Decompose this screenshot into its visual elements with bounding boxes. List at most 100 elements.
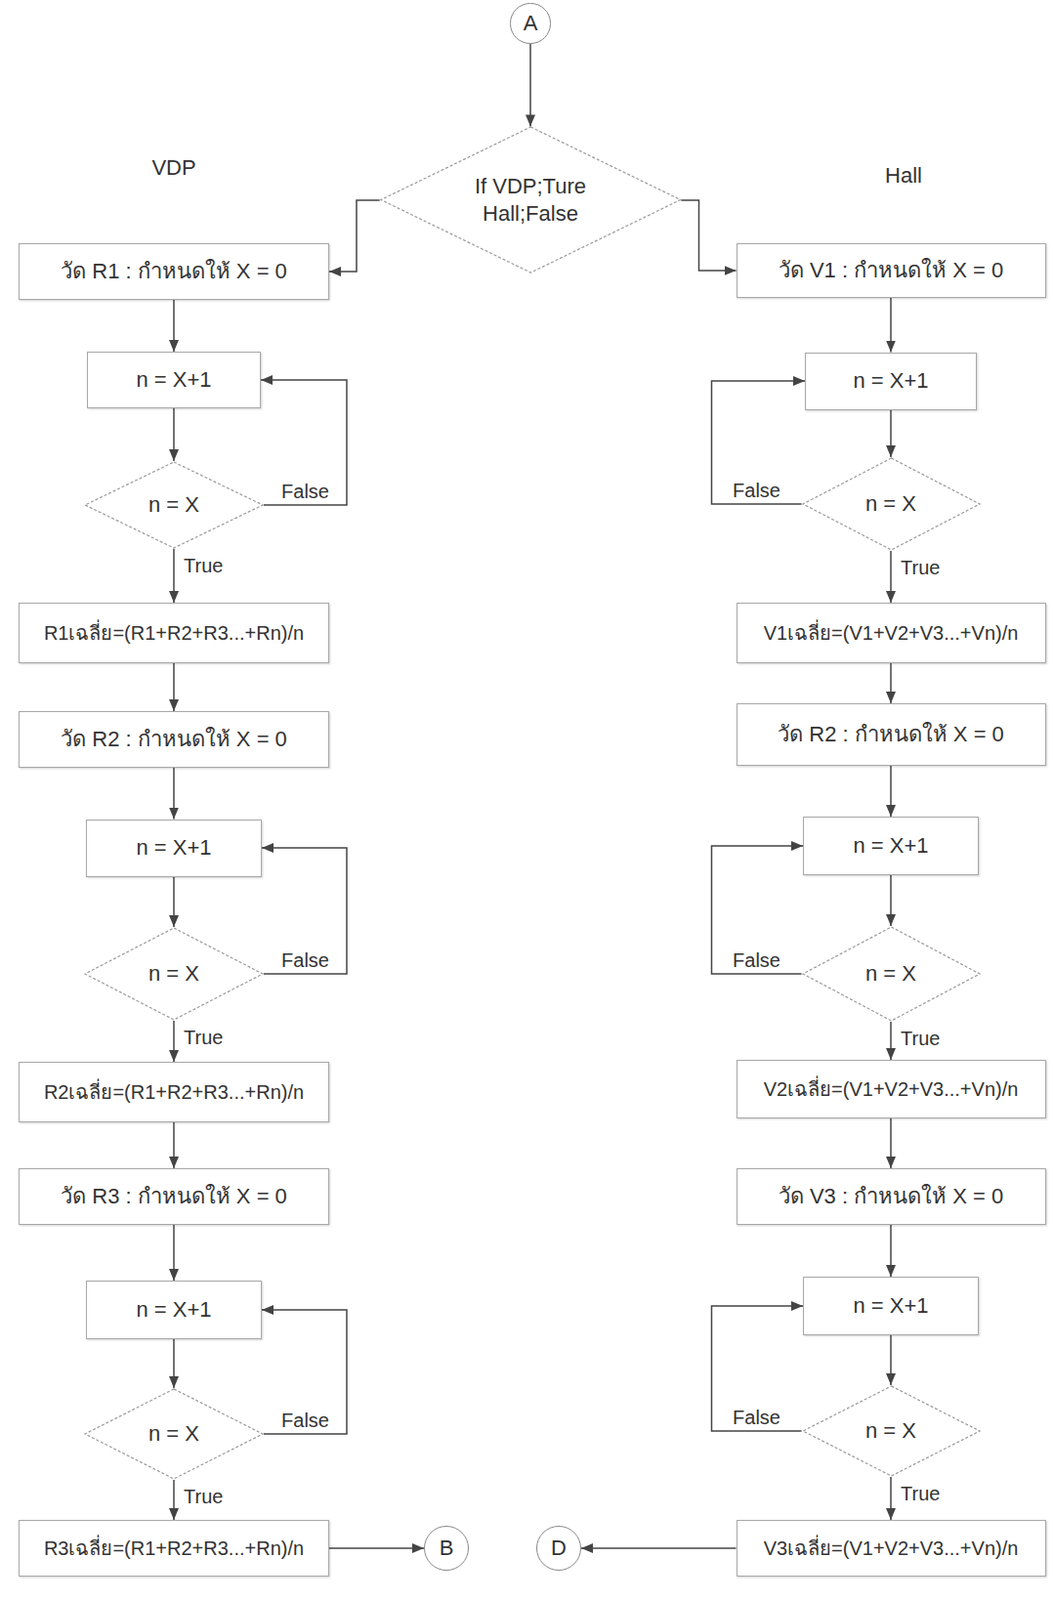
branch-label: True [181,553,225,578]
node-text: D [550,1534,567,1562]
decision-diamond: n = X [84,461,264,549]
flow-arrow [261,847,347,974]
node-text: n = X+1 [852,1292,928,1320]
connector-circle: A [509,2,551,44]
process-box: n = X+1 [85,1280,262,1340]
flow-arrow [172,1479,175,1520]
branch-label: False [279,479,332,504]
node-text: n = X+1 [135,1296,211,1324]
diamond-outline [379,126,682,274]
node-text: If VDP;Ture Hall;False [457,172,604,227]
node-text: n = X+1 [852,832,928,860]
diamond-shape [84,1389,263,1479]
branch-label: True [181,1025,225,1050]
node-text: n = X [148,491,200,519]
flow-arrow [712,845,804,974]
node-text: n = X [865,1417,917,1445]
diamond-shape [802,1386,980,1476]
flow-arrow [261,1309,347,1434]
branch-label: True [898,1481,942,1506]
process-box: V3เฉลี่ย=(V1+V2+V3...+Vn)/n [736,1519,1047,1577]
node-text: วัด V1 : กำหนดให้ X = 0 [778,256,1004,285]
flow-arrow [889,1335,892,1386]
node-text: วัด V3 : กำหนดให้ X = 0 [778,1182,1004,1211]
process-box: วัด R2 : กำหนดให้ X = 0 [18,711,330,768]
flow-arrow [172,408,175,462]
branch-label: False [730,478,783,503]
branch-label: False [279,1408,332,1433]
flow-arrow [172,1122,175,1169]
node-text: B [439,1534,455,1562]
flow-arrow [889,1476,892,1520]
branch-label: True [898,555,942,580]
decision-diamond: n = X [801,926,981,1022]
node-text: วัด R3 : กำหนดให้ X = 0 [60,1182,288,1211]
connector-circle: D [536,1525,582,1571]
flow-arrow [172,767,175,820]
process-box: R2เฉลี่ย=(R1+R2+R3...+Rn)/n [18,1061,330,1123]
flow-arrow [889,1021,892,1060]
flow-arrow [581,1547,737,1550]
diamond-shape [84,927,263,1020]
decision-diamond: If VDP;Ture Hall;False [379,126,682,274]
node-text: n = X [865,960,917,988]
node-text: V2เฉลี่ย=(V1+V2+V3...+Vn)/n [763,1077,1019,1102]
process-box: วัด R1 : กำหนดให้ X = 0 [18,243,330,300]
diamond-shape [380,126,681,273]
flow-arrow [329,1547,424,1550]
flow-arrow [889,663,892,704]
node-text: R3เฉลี่ย=(R1+R2+R3...+Rn)/n [43,1536,304,1561]
node-text: V3เฉลี่ย=(V1+V2+V3...+Vn)/n [763,1536,1019,1561]
process-box: วัด R3 : กำหนดให้ X = 0 [18,1168,330,1225]
node-text: วัด R2 : กำหนดให้ X = 0 [60,725,288,754]
flow-arrow [329,200,380,272]
flow-arrow [172,548,175,603]
process-box: วัด R2 : กำหนดให้ X = 0 [736,703,1047,766]
node-text: วัด R1 : กำหนดให้ X = 0 [60,257,288,286]
diamond-shape [802,926,980,1021]
branch-label: False [730,1405,783,1430]
node-text: n = X+1 [135,834,211,862]
branch-label: False [279,948,332,972]
flow-arrow [889,550,892,603]
process-box: V1เฉลี่ย=(V1+V2+V3...+Vn)/n [736,602,1047,664]
flow-arrow [889,297,892,353]
node-text: A [523,9,539,38]
flow-arrow [172,1020,175,1062]
flow-arrow [680,200,736,271]
diamond-shape [802,458,980,550]
process-box: R1เฉลี่ย=(R1+R2+R3...+Rn)/n [18,602,330,664]
flow-arrow [260,379,347,506]
flow-arrow [529,43,532,127]
node-text: R1เฉลี่ย=(R1+R2+R3...+Rn)/n [43,621,304,646]
branch-label: False [730,948,783,972]
node-text: วัด R2 : กำหนดให้ X = 0 [777,720,1005,749]
process-box: n = X+1 [85,819,262,878]
decision-diamond: n = X [801,457,981,551]
flow-arrow [712,380,806,505]
flow-arrow [889,765,892,817]
process-box: n = X+1 [804,352,977,411]
flow-arrow [889,875,892,927]
decision-diamond: n = X [84,926,264,1021]
node-text: V1เฉลี่ย=(V1+V2+V3...+Vn)/n [763,621,1019,646]
flow-arrow [172,1339,175,1389]
flow-arrow [172,1224,175,1281]
node-text: n = X [148,1420,200,1448]
decision-diamond: n = X [84,1388,264,1480]
process-box: n = X+1 [86,351,261,409]
flow-arrow [889,410,892,459]
process-box: วัด V1 : กำหนดให้ X = 0 [736,243,1047,298]
flow-arrow [889,1224,892,1277]
process-box: n = X+1 [802,816,979,876]
node-text: n = X+1 [852,367,928,395]
flow-arrow [172,299,175,352]
node-text: n = X [148,960,200,988]
process-box: วัด V3 : กำหนดให้ X = 0 [736,1168,1047,1225]
flow-arrow [712,1305,804,1432]
node-text: n = X [865,490,917,518]
branch-title: VDP [149,155,198,181]
diamond-shape [84,462,263,548]
branch-label: True [181,1484,225,1509]
